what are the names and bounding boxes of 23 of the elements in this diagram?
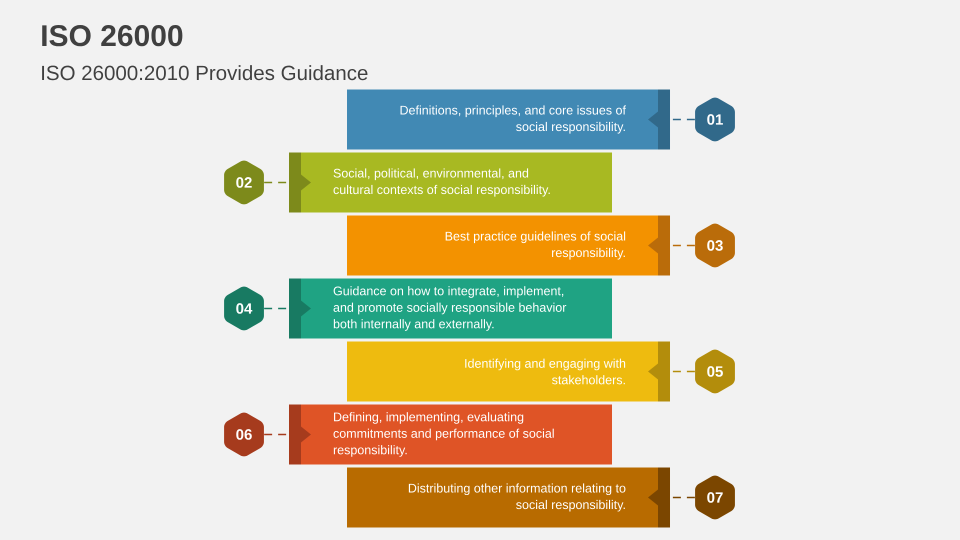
text-box: Best practice guidelines of social responsibility.: [347, 216, 670, 276]
dashed-line: [670, 244, 695, 246]
dashed-line: [670, 496, 695, 498]
number-hexagon: 07: [695, 476, 735, 520]
dashed-line: [264, 182, 289, 184]
text-box: Guidance on how to integrate, implement, and promote socially responsible behavior both internally and externally.: [289, 278, 612, 338]
number-hexagon: 05: [695, 350, 735, 394]
dashed-line: [670, 370, 695, 372]
number-hexagon: 01: [695, 98, 735, 142]
number-hexagon: 02: [224, 160, 264, 204]
text-box: Distributing other information relating to social responsibility.: [347, 468, 670, 528]
number-hexagon: 03: [695, 224, 735, 268]
dashed-line: [670, 118, 695, 120]
text-box: Definitions, principles, and core issues of social responsibility.: [347, 90, 670, 150]
text-box: Social, political, environmental, and cultural contexts of social responsibility.: [289, 152, 612, 212]
subtitle: ISO 26000:2010 Provides Guidance: [42, 65, 368, 80]
number-hexagon: 04: [224, 286, 264, 330]
text-box: Identifying and engaging with stakeholders.: [347, 342, 670, 402]
dashed-line: [264, 308, 289, 310]
title: ISO 26000: [42, 25, 182, 46]
dashed-line: [264, 434, 289, 436]
number-hexagon: 06: [224, 412, 264, 456]
text-box: Defining, implementing, evaluating commitments and performance of social responsibility.: [289, 404, 612, 464]
